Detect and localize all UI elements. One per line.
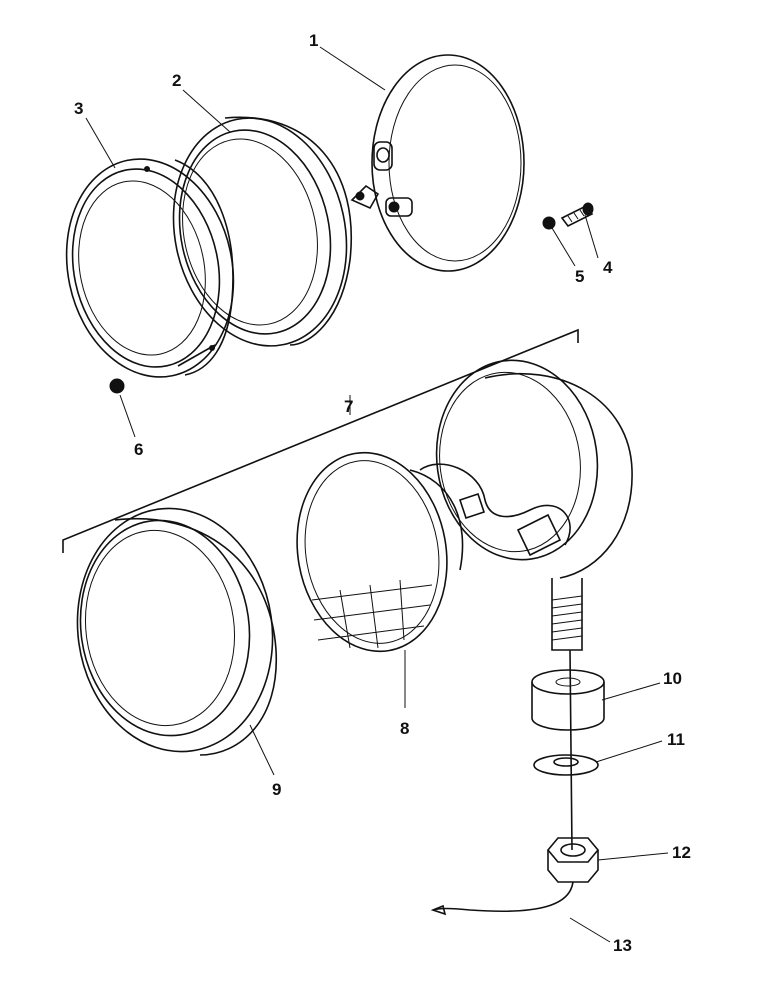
part-13-cable xyxy=(430,881,574,916)
part-4-screw xyxy=(560,202,594,228)
callout-9: 9 xyxy=(272,780,281,799)
leader-lines xyxy=(85,46,669,943)
callout-6: 6 xyxy=(134,440,143,459)
lamp-housing xyxy=(419,359,633,651)
callouts: 1 2 3 4 5 6 7 8 9 10 11 12 13 xyxy=(74,31,691,955)
callout-5: 5 xyxy=(575,267,584,286)
callout-8: 8 xyxy=(400,719,409,738)
part-6-small-nut xyxy=(109,378,125,394)
part-11-washer xyxy=(533,754,599,776)
callout-13: 13 xyxy=(613,936,632,955)
part-7-group-bracket xyxy=(62,328,579,553)
part-5-nut xyxy=(542,216,556,230)
callout-7: 7 xyxy=(344,397,353,416)
callout-2: 2 xyxy=(172,71,181,90)
callout-4: 4 xyxy=(603,258,613,277)
part-1-backing-cover xyxy=(350,54,525,272)
part-3-retaining-rim xyxy=(65,158,235,378)
part-10-spacer xyxy=(531,669,605,731)
callout-11: 11 xyxy=(667,730,685,749)
part-9-trim-ring xyxy=(76,507,277,756)
part-2-sealing-ring xyxy=(172,116,352,347)
wire-lead xyxy=(569,649,573,851)
callout-10: 10 xyxy=(663,669,682,688)
part-12-hex-nut xyxy=(546,837,600,883)
callout-1: 1 xyxy=(309,31,318,50)
callout-12: 12 xyxy=(672,843,691,862)
callout-3: 3 xyxy=(74,99,83,118)
part-8-lamp-unit xyxy=(296,451,486,653)
